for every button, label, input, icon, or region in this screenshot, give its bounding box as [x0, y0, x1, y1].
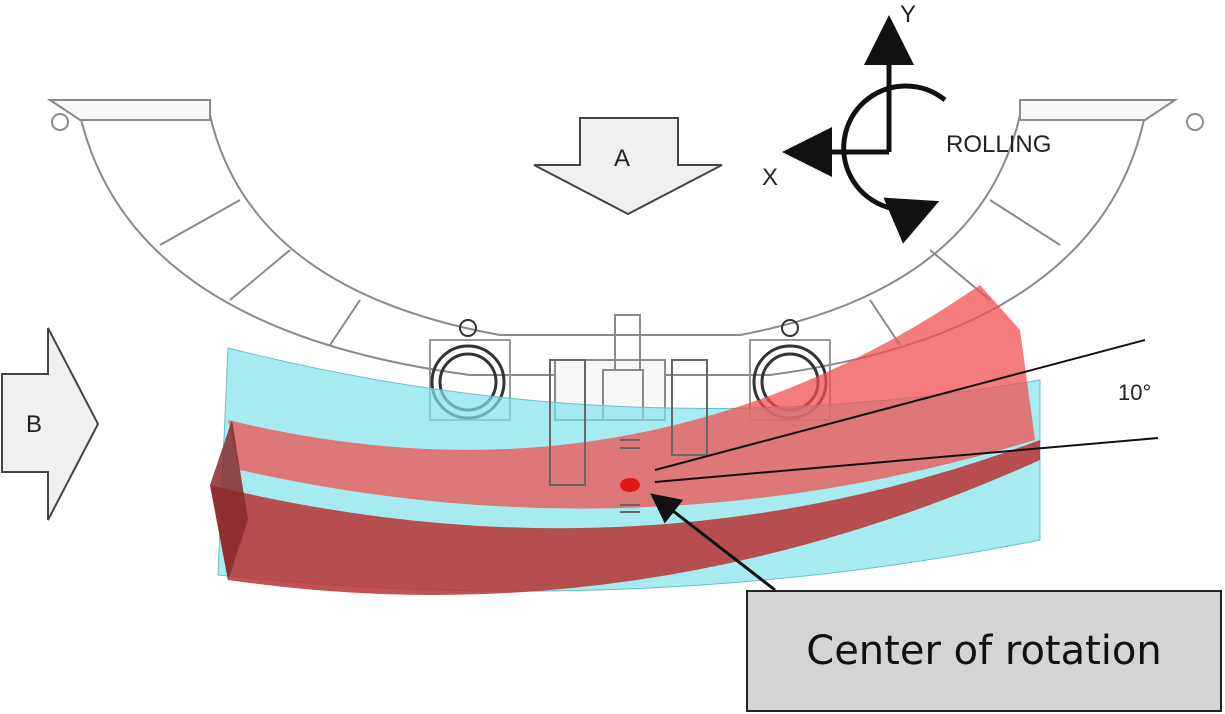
center-of-rotation-marker — [620, 478, 640, 492]
arrow-a-label: A — [614, 145, 630, 172]
arrow-b-label: B — [26, 411, 42, 438]
callout-text: Center of rotation — [806, 628, 1162, 674]
axis-system — [782, 15, 947, 244]
callout-box: Center of rotation — [746, 590, 1222, 712]
rotated-block-front — [210, 440, 1040, 595]
view-arrow-b: B — [1, 327, 100, 521]
angle-label: 10° — [1118, 380, 1151, 405]
axis-x-label: X — [762, 164, 778, 191]
axis-y-label: Y — [900, 1, 916, 28]
rotated-block-top — [228, 285, 1035, 509]
rolling-label: ROLLING — [946, 131, 1051, 158]
rotated-block-left-end — [210, 420, 248, 580]
angle-indicator — [654, 339, 1159, 483]
cradle-frame — [46, 99, 1204, 421]
view-arrow-a: A — [533, 117, 723, 216]
center-post — [549, 359, 708, 513]
callout-arrow — [650, 493, 776, 592]
